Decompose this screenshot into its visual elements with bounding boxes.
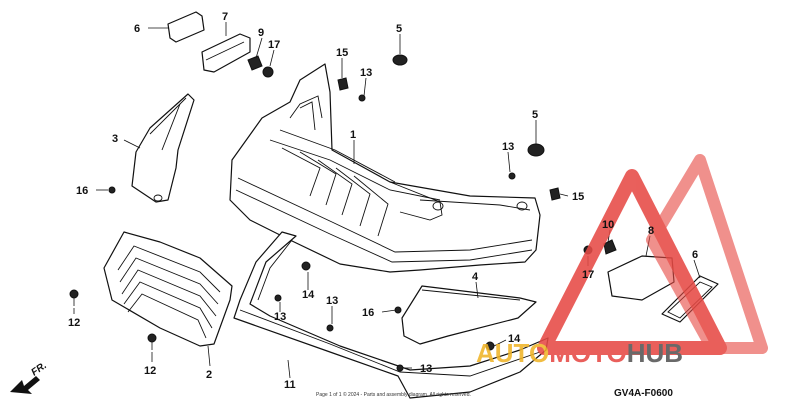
part-17-grommet-top — [262, 66, 274, 78]
callout-4: 4 — [472, 271, 479, 283]
part-5-grommet-right — [527, 143, 545, 157]
callout-10: 10 — [602, 219, 614, 231]
callout-16: 16 — [76, 185, 88, 197]
part-2-grille — [103, 231, 233, 347]
screw-12-a — [69, 289, 79, 306]
callout-labels: 6 7 9 17 5 15 13 1 3 5 13 16 15 10 8 17 … — [68, 11, 698, 391]
part-3-side-cover — [131, 93, 195, 203]
callout-17: 17 — [268, 39, 280, 51]
callout-12: 12 — [68, 317, 80, 329]
screw-13-e — [396, 364, 404, 372]
part-6-top-reflector — [167, 11, 205, 43]
part-11-lower-panel — [233, 231, 549, 399]
watermark-triangle-outer — [537, 169, 727, 355]
watermark-hub: HUB — [627, 338, 683, 368]
callout-11: 11 — [284, 379, 296, 391]
watermark-text: AUTOMOTOHUB — [476, 338, 683, 368]
part-7-bracket — [201, 33, 251, 73]
callout-17: 17 — [582, 269, 594, 281]
front-direction-indicator: FR. — [10, 360, 49, 394]
callout-13: 13 — [502, 141, 514, 153]
callout-7: 7 — [222, 11, 228, 23]
screw-12-b — [147, 333, 157, 350]
screw-13-b — [508, 172, 516, 180]
part-4-side-cover — [401, 285, 537, 345]
callout-3: 3 — [112, 133, 118, 145]
part-5-grommet-top — [392, 54, 408, 66]
callout-1: 1 — [350, 129, 356, 141]
callout-12: 12 — [144, 365, 156, 377]
callout-13: 13 — [274, 311, 286, 323]
screw-13-c — [274, 294, 282, 302]
screw-13-d — [326, 324, 334, 332]
callout-16: 16 — [362, 307, 374, 319]
part-10-nut — [603, 239, 617, 255]
clip-14-a — [301, 261, 311, 271]
watermark-triangle-inner — [646, 154, 768, 354]
callout-9: 9 — [258, 27, 264, 39]
callout-15: 15 — [336, 47, 348, 59]
watermark-logo: AUTOMOTOHUB — [476, 154, 768, 368]
callout-14: 14 — [302, 289, 315, 301]
copyright-text: Page 1 of 1 © 2024 - Parts and assembly … — [316, 391, 471, 398]
watermark-moto: MOTO — [549, 338, 627, 368]
callout-6: 6 — [134, 23, 140, 35]
callout-13: 13 — [360, 67, 372, 79]
callout-8: 8 — [648, 225, 654, 237]
screw-13-a — [358, 94, 366, 102]
callout-15: 15 — [572, 191, 584, 203]
callout-13: 13 — [420, 363, 432, 375]
screw-16-a — [108, 186, 116, 194]
part-1-front-cover — [229, 63, 541, 273]
callout-13: 13 — [326, 295, 338, 307]
callout-5: 5 — [396, 23, 402, 35]
diagram-code: GV4A-F0600 — [614, 388, 673, 399]
callout-5: 5 — [532, 109, 538, 121]
callout-2: 2 — [206, 369, 212, 381]
front-label: FR. — [29, 360, 49, 378]
part-15-clip-top — [337, 77, 349, 91]
part-15-clip-right — [549, 187, 561, 201]
callout-14: 14 — [508, 333, 521, 345]
part-9-nut — [247, 55, 263, 71]
arrow-down-left-icon — [10, 376, 40, 394]
callout-6: 6 — [692, 249, 698, 261]
watermark-auto: AUTO — [476, 338, 549, 368]
